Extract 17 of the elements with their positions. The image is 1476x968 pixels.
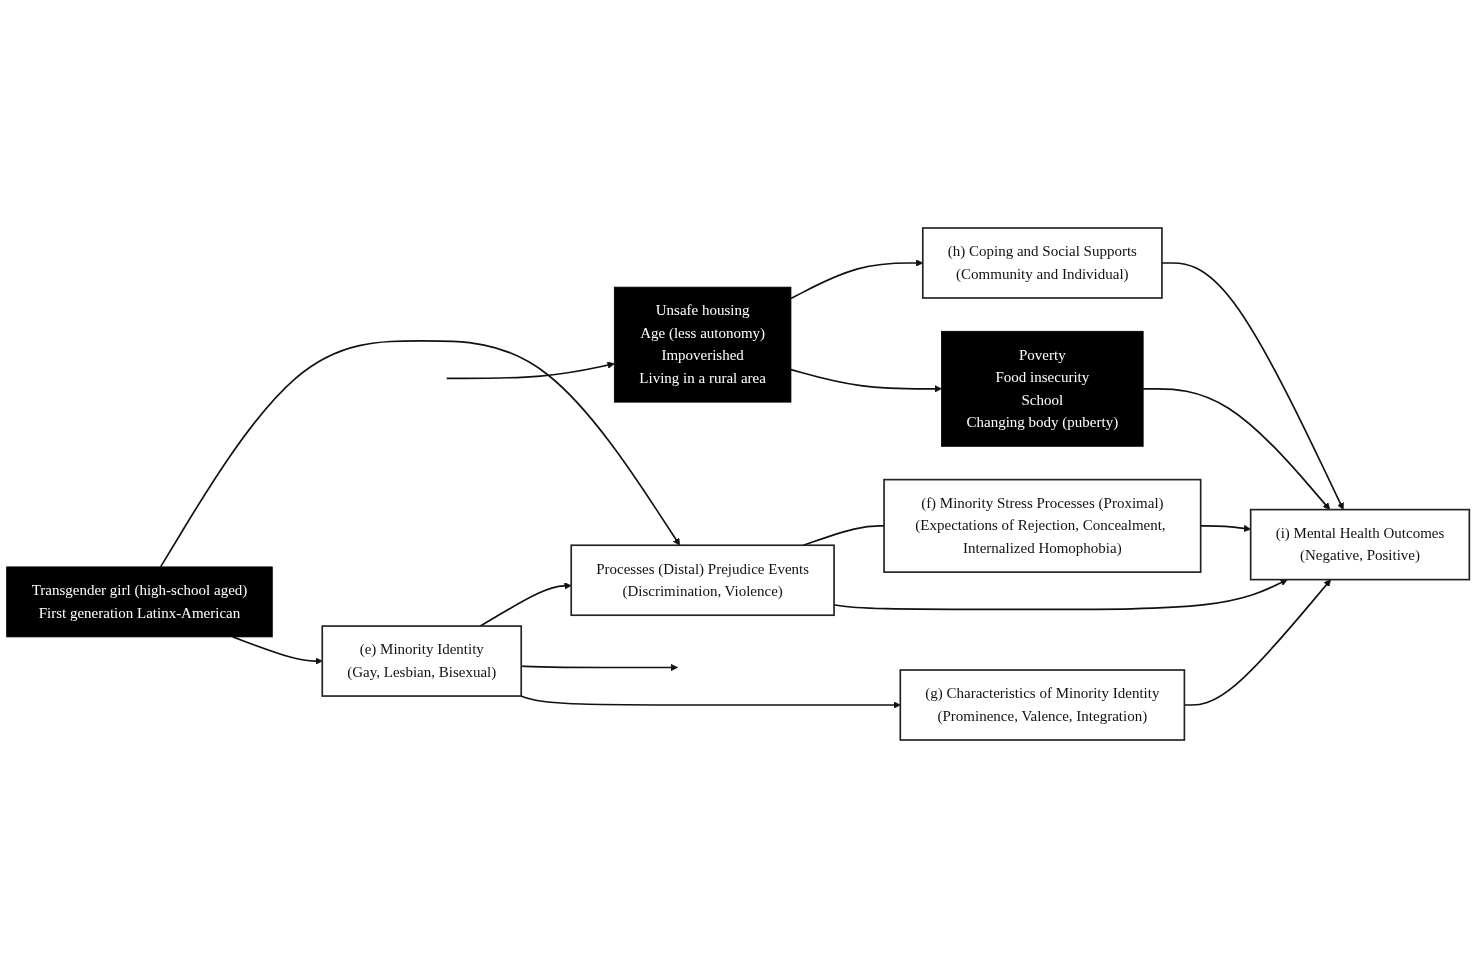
arrow bbox=[1142, 387, 1331, 510]
node-box: Processes (Distal) Prejudice Events (Discrimination, Violence) bbox=[570, 544, 835, 617]
arrow bbox=[479, 582, 572, 627]
node-box: (i) Mental Health Outcomes (Negative, Positive) bbox=[1249, 508, 1471, 581]
node-box: (e) Minority Identity (Gay, Lesbian, Bisexual) bbox=[321, 625, 523, 697]
arrow bbox=[520, 695, 901, 709]
arrow bbox=[445, 361, 615, 380]
node-box: Poverty Food insecurity School Changing body (puberty) bbox=[941, 330, 1144, 447]
node-box: Unsafe housing Age (less autonomy) Impoverished Living in a rural area bbox=[613, 286, 792, 403]
arrow bbox=[232, 636, 323, 665]
arrow bbox=[1161, 262, 1344, 510]
node-box: (f) Minority Stress Processes (Proximal) (Expectations of Rejection, Concealment, Internalized Homophobia) bbox=[883, 478, 1202, 573]
arrow bbox=[790, 368, 942, 393]
node-box: Transgender girl (high-school aged) First generation Latinx-American bbox=[6, 566, 273, 638]
arrow bbox=[159, 340, 681, 568]
node-box: (g) Characteristics of Minority Identity (Prominence, Valence, Integration) bbox=[899, 669, 1186, 741]
node-box: (h) Coping and Social Supports (Community and Individual) bbox=[921, 227, 1163, 299]
